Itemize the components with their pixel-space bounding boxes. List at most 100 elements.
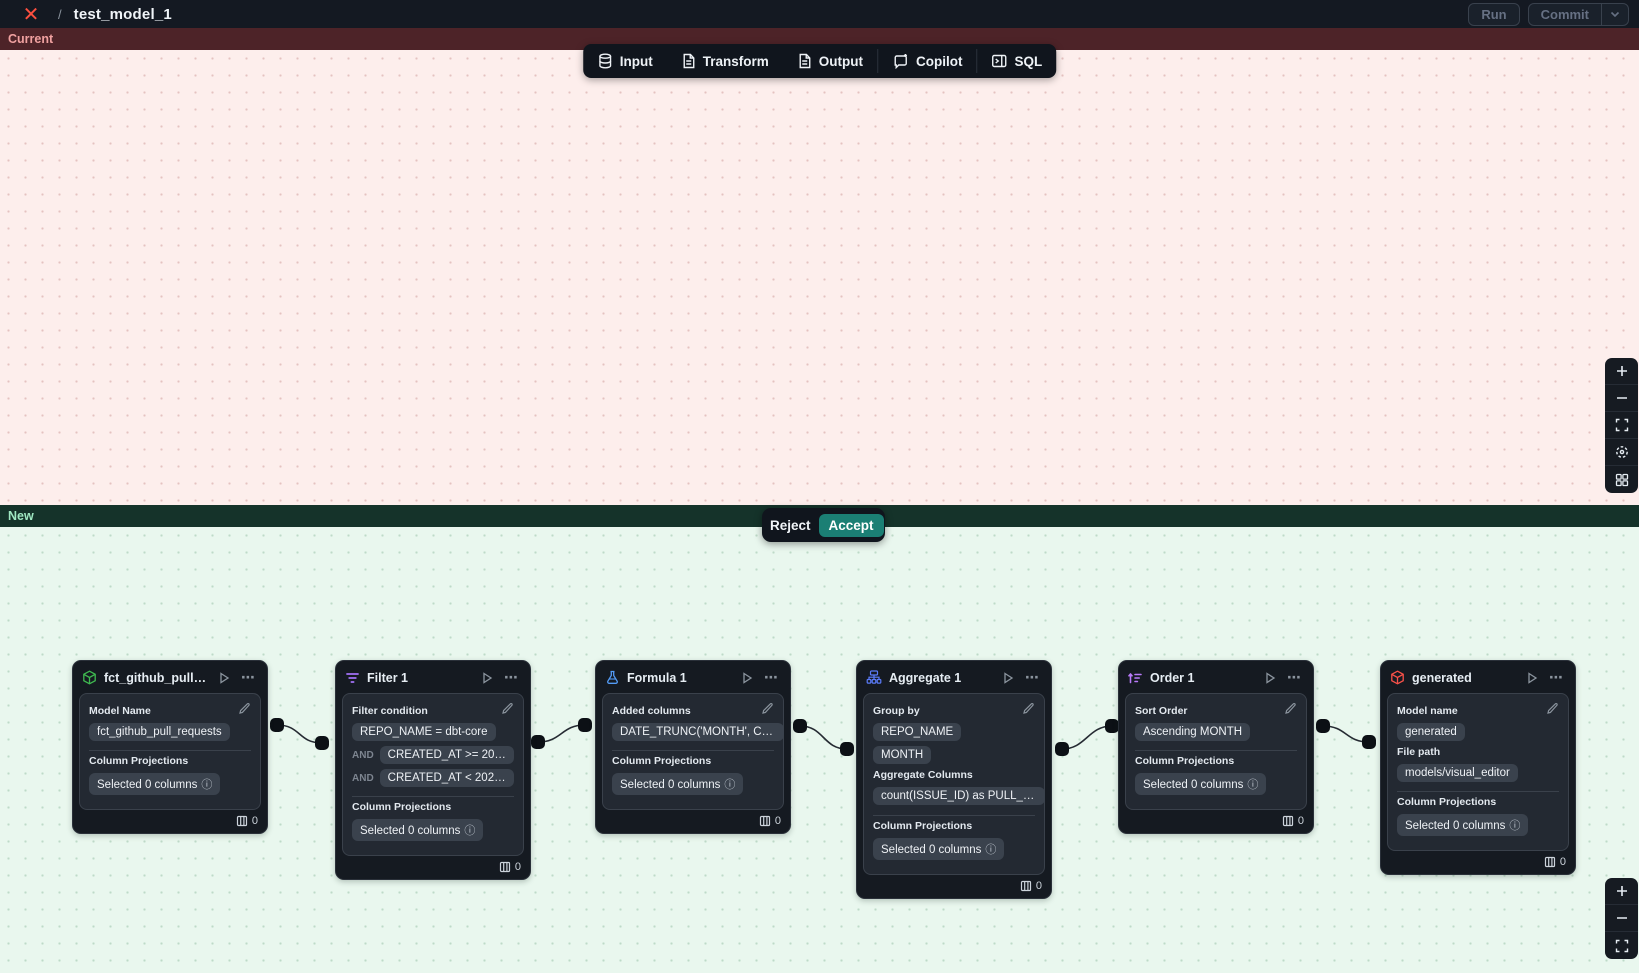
field-label: Aggregate Columns [873,769,973,782]
filepath-chip: models/visual_editor [1397,764,1518,783]
reject-button[interactable]: Reject [770,517,811,533]
current-flow-canvas[interactable] [0,50,1639,505]
zoom-in-icon[interactable] [1605,878,1638,905]
edit-pencil-icon[interactable] [238,702,251,718]
dbt-logo-icon[interactable]: ✕ [22,3,40,26]
edit-pencil-icon[interactable] [1022,702,1035,718]
node-title: Order 1 [1150,670,1195,685]
play-icon[interactable] [1000,671,1016,684]
more-icon[interactable]: ⋯ [241,669,256,685]
node-header: Formula 1 ⋯ [596,661,790,693]
fit-view-icon[interactable] [1605,932,1638,959]
toolbar-output-label: Output [818,53,863,69]
zoom-out-icon[interactable] [1605,385,1638,412]
play-icon[interactable] [1262,671,1278,684]
edit-pencil-icon[interactable] [1284,702,1297,718]
info-icon: ⓘ [1247,779,1259,792]
node-filter-1[interactable]: Filter 1 ⋯ Filter condition REPO_NAME = … [335,660,531,881]
commit-button[interactable]: Commit [1527,2,1629,26]
node-header: Order 1 ⋯ [1119,661,1313,693]
and-operator: AND [352,772,374,784]
node-header: generated ⋯ [1381,661,1575,693]
toolbar-input-label: Input [619,53,653,69]
run-button[interactable]: Run [1468,2,1520,26]
accept-button[interactable]: Accept [818,513,884,537]
node-config-card: Group by REPO_NAME MONTH Aggregate Colum… [863,693,1045,875]
sort-chip: Ascending MONTH [1135,723,1251,741]
model-cube-icon [1390,670,1405,685]
play-icon[interactable] [1524,671,1540,684]
card-divider [1397,791,1559,793]
play-icon[interactable] [479,671,495,684]
toolbar-sql-button[interactable]: SQL [978,44,1057,78]
toolbar-transform-button[interactable]: Transform [667,44,783,78]
zoom-out-icon[interactable] [1605,905,1638,932]
node-fct-github-pull-requests[interactable]: fct_github_pull_requests ⋯ Model Name fc… [72,660,268,835]
info-icon: ⓘ [985,843,997,856]
toolbar-sql-label: SQL [1014,53,1043,69]
field-label: Column Projections [873,819,973,832]
auto-layout-grid-icon[interactable] [1605,466,1638,493]
card-divider [89,750,251,752]
columns-icon [1282,816,1293,827]
node-config-card: Model Name fct_github_pull_requests Colu… [79,693,261,811]
header-actions: Run Commit [1468,2,1629,26]
document-icon [797,53,812,69]
more-icon[interactable]: ⋯ [764,669,779,685]
edit-pencil-icon[interactable] [1546,702,1559,718]
filter-condition-chip: CREATED_AT < 2025-03-01 [379,769,514,788]
app-header: ✕ / test_model_1 Run Commit [0,0,1639,28]
row-count: 0 [1035,879,1042,892]
node-order-1[interactable]: Order 1 ⋯ Sort Order Ascending MONTH Col… [1118,660,1314,835]
new-canvas-controls [1605,878,1638,959]
field-label: Column Projections [1135,755,1235,768]
columns-icon [1020,880,1031,891]
toolbar-transform-label: Transform [702,53,769,69]
more-icon[interactable]: ⋯ [1549,669,1564,685]
chevron-down-icon[interactable] [1601,3,1628,25]
toolbar-divider [877,49,878,73]
columns-icon [236,816,247,827]
node-title: Formula 1 [627,670,687,685]
node-aggregate-1[interactable]: Aggregate 1 ⋯ Group by REPO_NAME MONTH A… [856,660,1052,899]
node-config-card: Sort Order Ascending MONTH Column Projec… [1125,693,1307,811]
columns-icon [499,862,510,873]
row-count: 0 [1297,815,1304,828]
current-diff-label: Current [8,32,54,46]
node-config-card: Model name generated File path models/vi… [1387,693,1569,852]
sort-order-icon [1128,671,1143,685]
info-icon: ⓘ [201,779,213,792]
field-label: Column Projections [352,801,452,814]
aggregate-chip: count(ISSUE_ID) as PULL_REQUEST_… [873,787,1045,806]
play-icon[interactable] [739,671,755,684]
document-icon [681,53,696,69]
edit-pencil-icon[interactable] [501,702,514,718]
more-icon[interactable]: ⋯ [1025,669,1040,685]
play-icon[interactable] [216,671,232,684]
toolbar-input-button[interactable]: Input [583,44,667,78]
toolbar-copilot-button[interactable]: Copilot [878,44,977,78]
more-icon[interactable]: ⋯ [1287,669,1302,685]
filter-condition-chip: CREATED_AT >= 2024-12-01 [379,746,514,765]
interactive-toggle-icon[interactable] [1605,439,1638,466]
row-count: 0 [774,815,781,828]
fit-view-icon[interactable] [1605,412,1638,439]
columns-icon [1544,857,1555,868]
node-formula-1[interactable]: Formula 1 ⋯ Added columns DATE_TRUNC('MO… [595,660,791,835]
toolbar-output-button[interactable]: Output [783,44,877,78]
node-generated[interactable]: generated ⋯ Model name generated File pa… [1380,660,1576,876]
diff-review-box: Reject Accept [762,508,885,542]
current-diff-bar: Current [0,28,1639,50]
zoom-in-icon[interactable] [1605,358,1638,385]
panel-right-icon [992,53,1008,69]
new-flow-canvas[interactable] [0,527,1639,973]
field-label: Model name [1397,705,1458,717]
field-label: Added columns [612,705,691,717]
row-count: 0 [514,861,521,874]
edit-pencil-icon[interactable] [761,702,774,718]
more-icon[interactable]: ⋯ [504,669,519,685]
